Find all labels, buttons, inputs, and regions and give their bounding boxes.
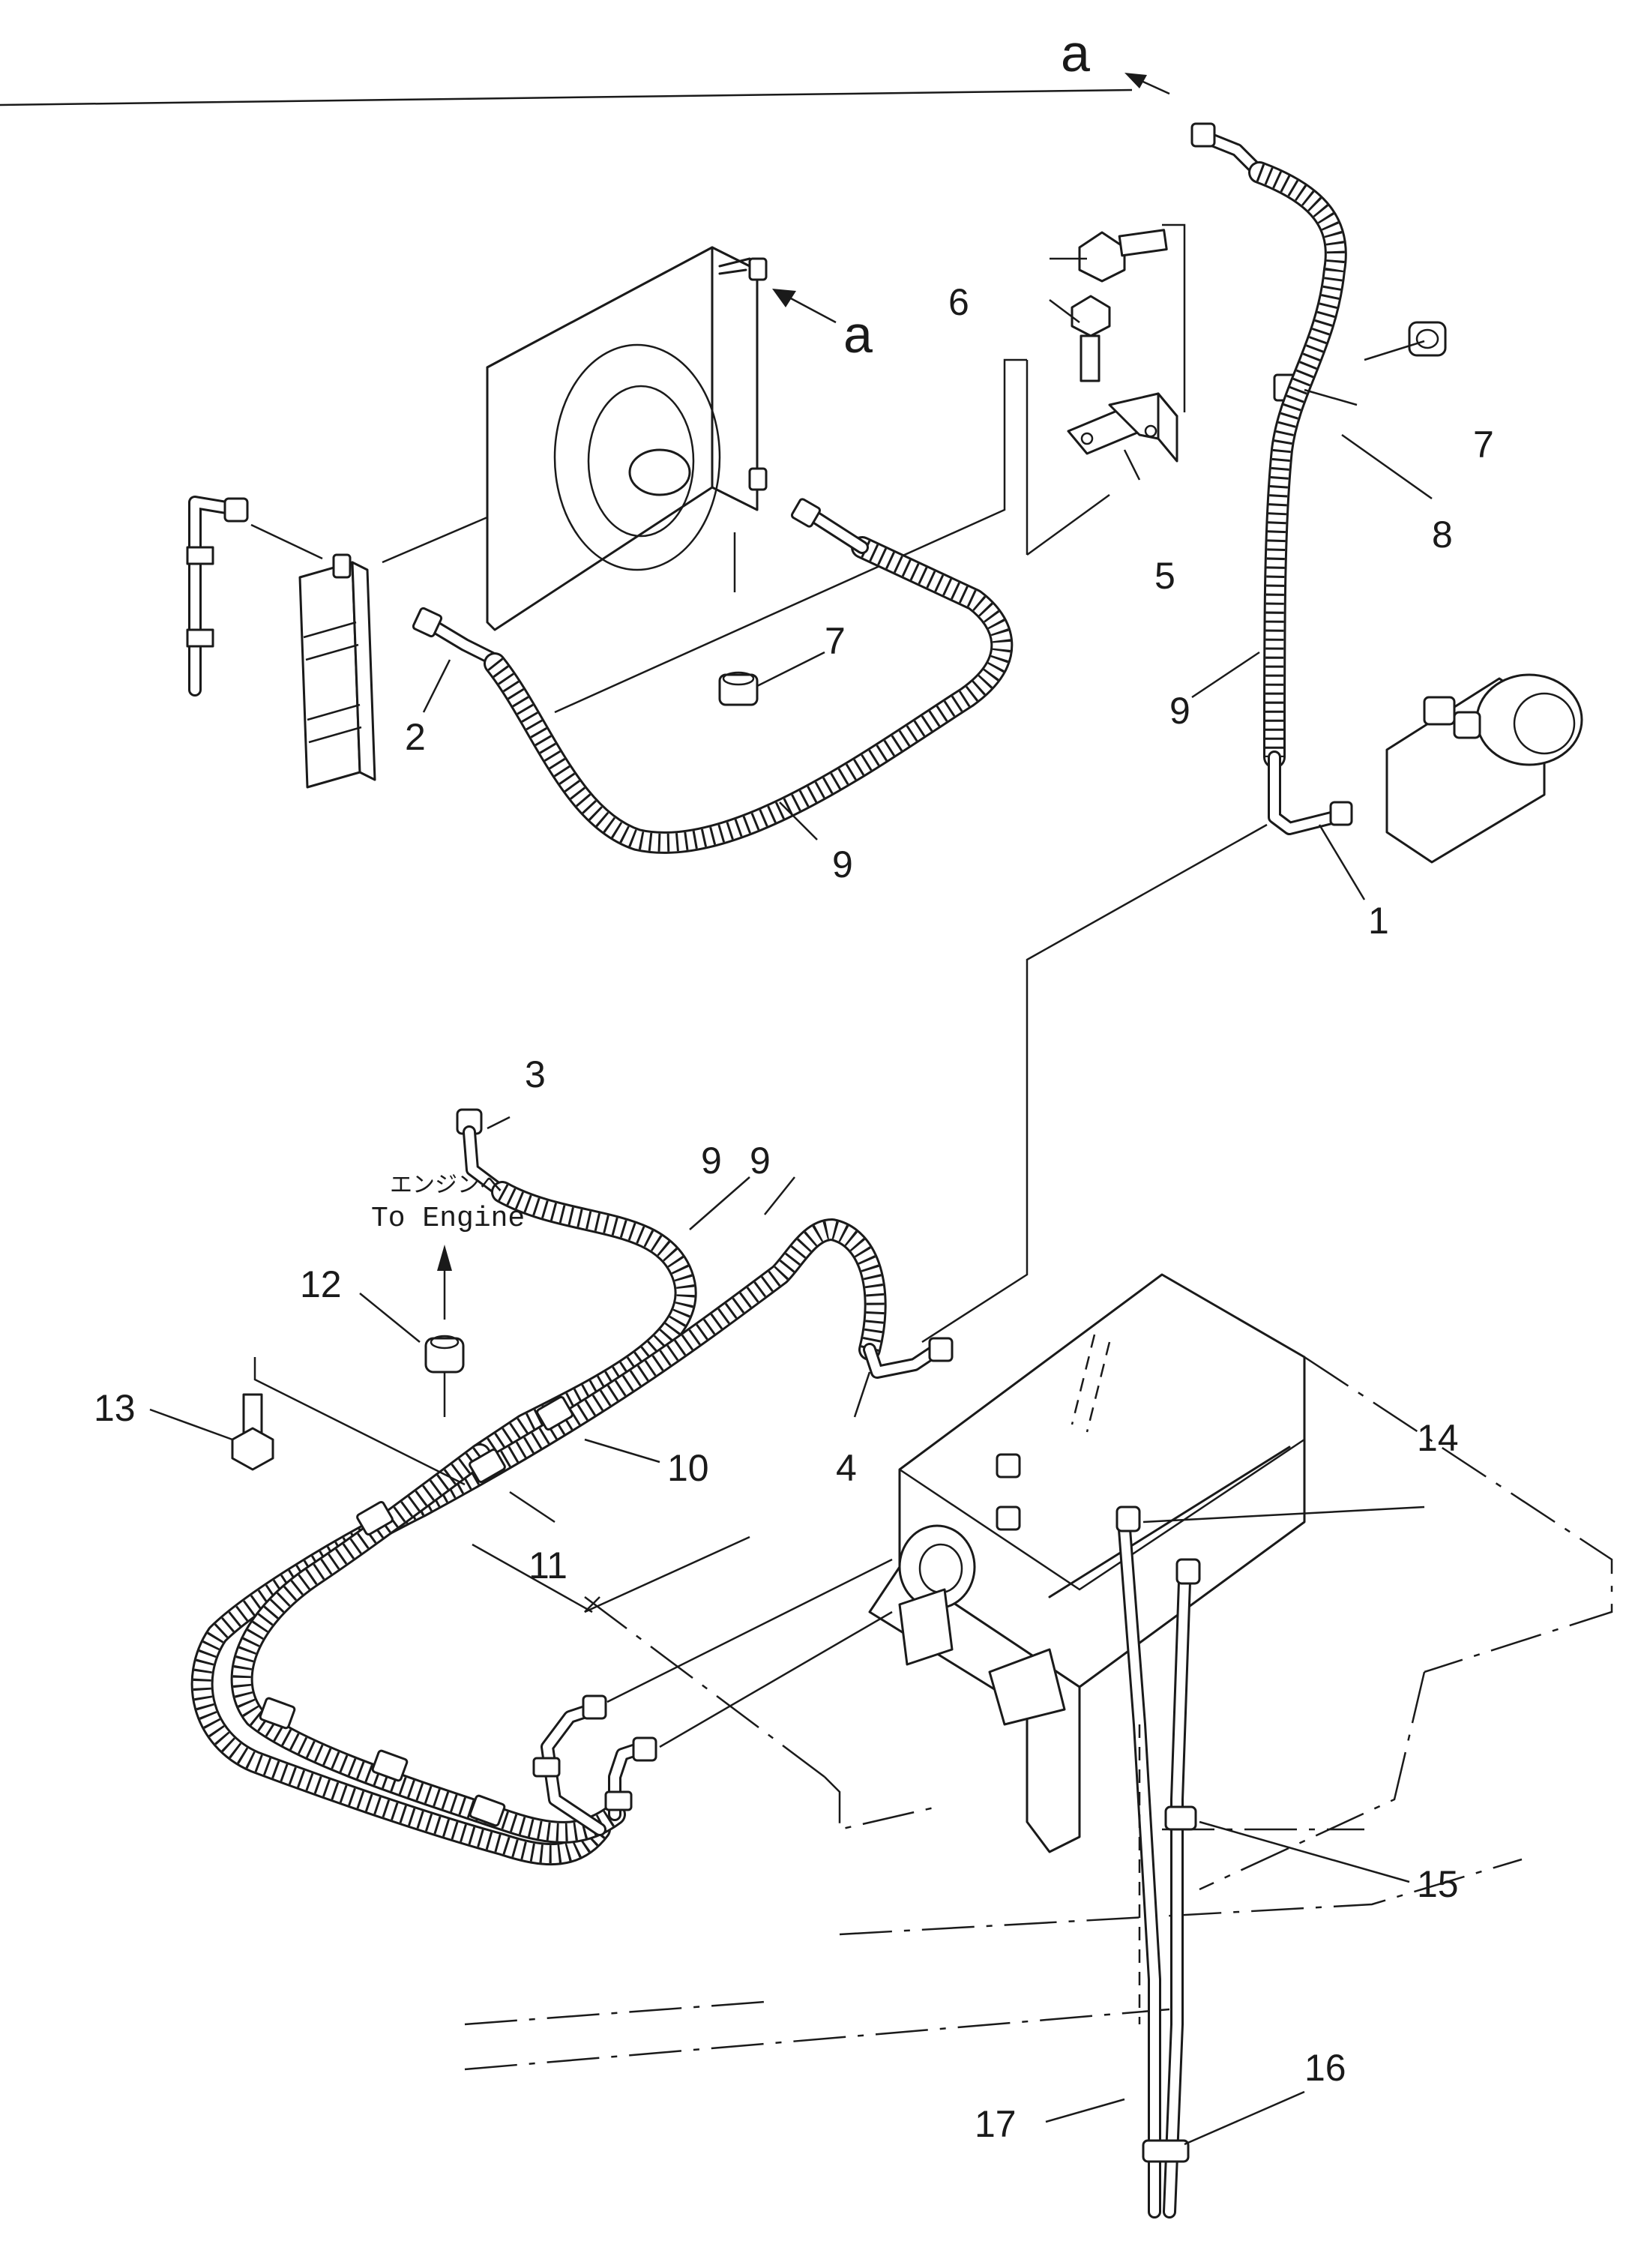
callout-3: 3 [525,1053,546,1095]
nut-7-upper [1408,321,1447,357]
callout-16: 16 [1304,2047,1346,2089]
nut-7-lower [718,671,759,706]
pipe-1 [1268,751,1353,835]
platform-outline [464,1356,1613,2071]
condenser-guide-lines [250,358,1110,714]
callout-8: 8 [1432,514,1453,556]
clip-11-guide-lines [253,1357,750,1613]
bundle-clamps [259,1395,573,1827]
evaporator-unit [868,1273,1306,1853]
bolt-6-upper [1078,229,1168,283]
callout-12: 12 [300,1263,342,1305]
hose-9-to-engine [456,1108,697,1466]
callout-7-upper: 7 [1473,424,1494,466]
callout-7-lower: 7 [825,620,846,662]
hose-9-vertical [1190,122,1347,768]
compressor [1385,673,1583,864]
callout-leaders [149,223,1433,2146]
dryer-bracket-pipe [186,496,249,697]
engine-note: エンジンへ To Engine [371,1172,525,1235]
callout-10: 10 [667,1447,709,1489]
lower-pipe-ends [532,1694,657,1836]
callout-4: 4 [836,1447,857,1489]
connector-lines-upper [921,823,1268,1344]
ref-letter-top: a [1061,24,1090,82]
callout-9-lower-b: 9 [750,1140,771,1182]
bracket-5 [1067,392,1178,463]
callout-6: 6 [948,281,969,323]
spacer-12 [424,1335,465,1417]
callout-5: 5 [1154,555,1175,597]
callout-9-lower-a: 9 [701,1140,722,1182]
bolt-6-lower [1071,295,1111,382]
note-japanese: エンジンへ [390,1172,502,1198]
ref-arrow-side [772,289,837,324]
callout-labels: 1 2 3 4 5 6 7 7 8 9 9 9 9 10 11 12 13 14… [94,281,1494,2145]
connector-lines-lower [606,1558,893,1748]
callout-13: 13 [94,1387,136,1429]
ref-arrow-top [0,73,1170,106]
callout-2: 2 [405,716,426,758]
reference-letters: a a [843,24,1090,364]
callout-15: 15 [1417,1863,1459,1905]
ref-letter-side: a [843,305,873,364]
callout-9-loop: 9 [832,843,853,885]
callout-14: 14 [1417,1417,1459,1459]
callout-11: 11 [529,1544,567,1586]
callout-1: 1 [1368,900,1389,942]
drain-hoses [1115,1506,1201,2219]
note-english: To Engine [371,1203,525,1235]
callout-17: 17 [975,2103,1017,2145]
hose-9-condenser-loop [412,498,1014,854]
to-engine-arrow [437,1245,452,1320]
hose-9-main-bundle [190,1218,887,1866]
bolt-13 [231,1393,274,1471]
receiver-dryer [298,553,376,789]
pipe-4 [863,1337,954,1379]
callout-9-right: 9 [1169,690,1190,732]
condenser [486,246,768,631]
